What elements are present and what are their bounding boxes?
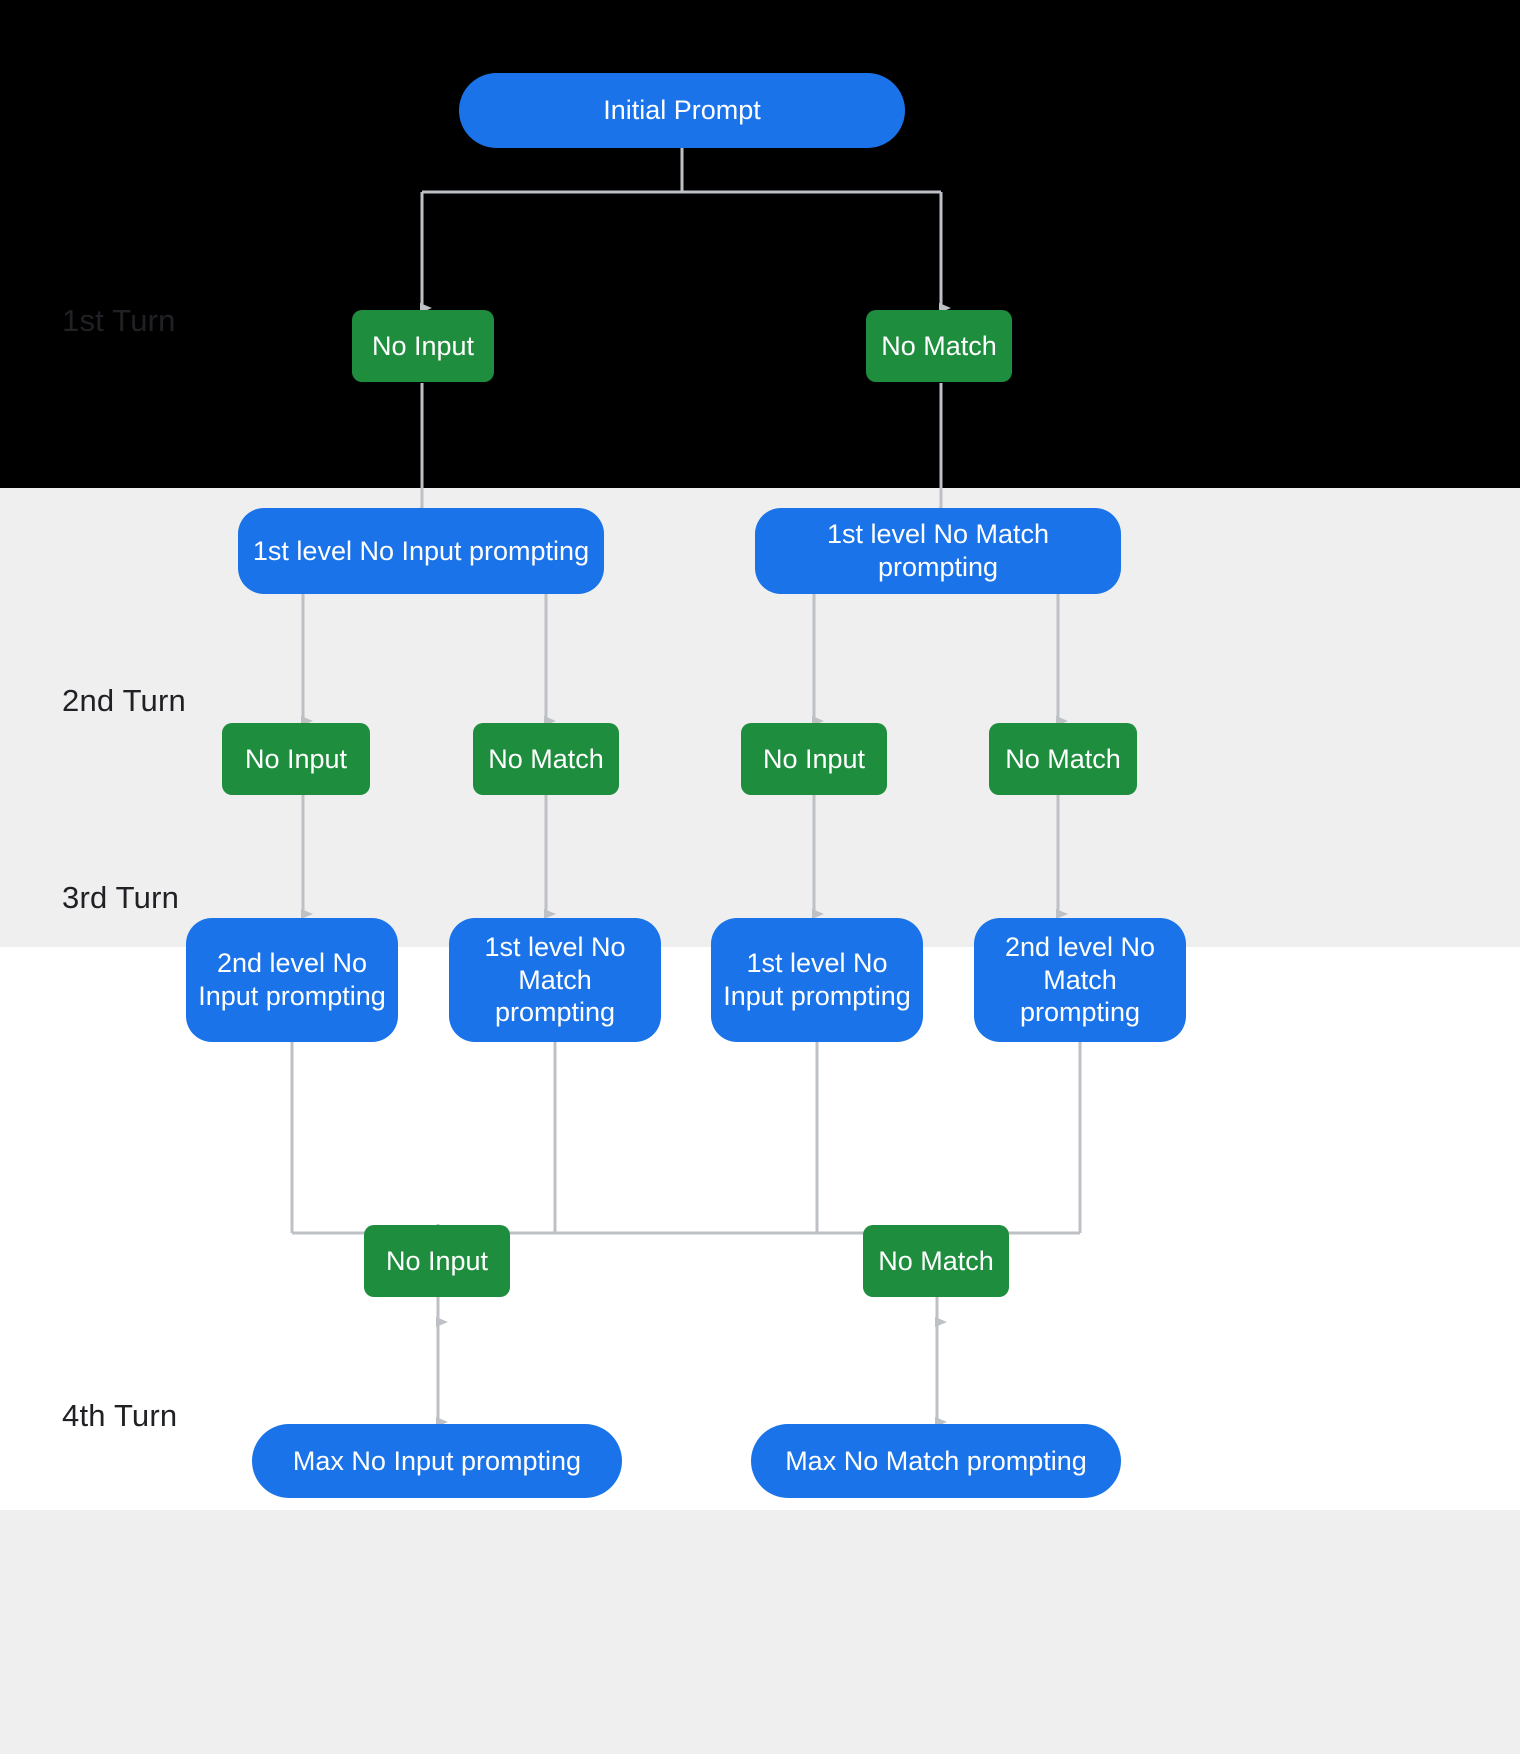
node-2nd-level-no-input-prompting[interactable]: 2nd level No Input prompting bbox=[186, 918, 398, 1042]
node-1st-level-no-match-prompting[interactable]: 1st level No Match prompting bbox=[755, 508, 1121, 594]
band-4th-turn bbox=[0, 1510, 1520, 1754]
turn-label-1st: 1st Turn bbox=[62, 303, 176, 338]
turn-label-3rd: 3rd Turn bbox=[62, 880, 180, 915]
node-t1-no-input[interactable]: No Input bbox=[352, 310, 494, 382]
node-t1-no-match[interactable]: No Match bbox=[866, 310, 1012, 382]
node-1st-level-no-match-prompting-2[interactable]: 1st level No Match prompting bbox=[449, 918, 661, 1042]
node-max-no-match-prompting[interactable]: Max No Match prompting bbox=[751, 1424, 1121, 1498]
node-initial-prompt[interactable]: Initial Prompt bbox=[459, 73, 905, 148]
node-t2-no-match-b[interactable]: No Match bbox=[989, 723, 1137, 795]
turn-label-4th: 4th Turn bbox=[62, 1398, 178, 1433]
node-2nd-level-no-match-prompting[interactable]: 2nd level No Match prompting bbox=[974, 918, 1186, 1042]
node-t3-no-input[interactable]: No Input bbox=[364, 1225, 510, 1297]
node-t3-no-match[interactable]: No Match bbox=[863, 1225, 1009, 1297]
node-t2-no-input-b[interactable]: No Input bbox=[741, 723, 887, 795]
node-t2-no-match-a[interactable]: No Match bbox=[473, 723, 619, 795]
node-max-no-input-prompting[interactable]: Max No Input prompting bbox=[252, 1424, 622, 1498]
node-1st-level-no-input-prompting-2[interactable]: 1st level No Input prompting bbox=[711, 918, 923, 1042]
node-1st-level-no-input-prompting[interactable]: 1st level No Input prompting bbox=[238, 508, 604, 594]
node-t2-no-input-a[interactable]: No Input bbox=[222, 723, 370, 795]
turn-label-2nd: 2nd Turn bbox=[62, 683, 186, 718]
